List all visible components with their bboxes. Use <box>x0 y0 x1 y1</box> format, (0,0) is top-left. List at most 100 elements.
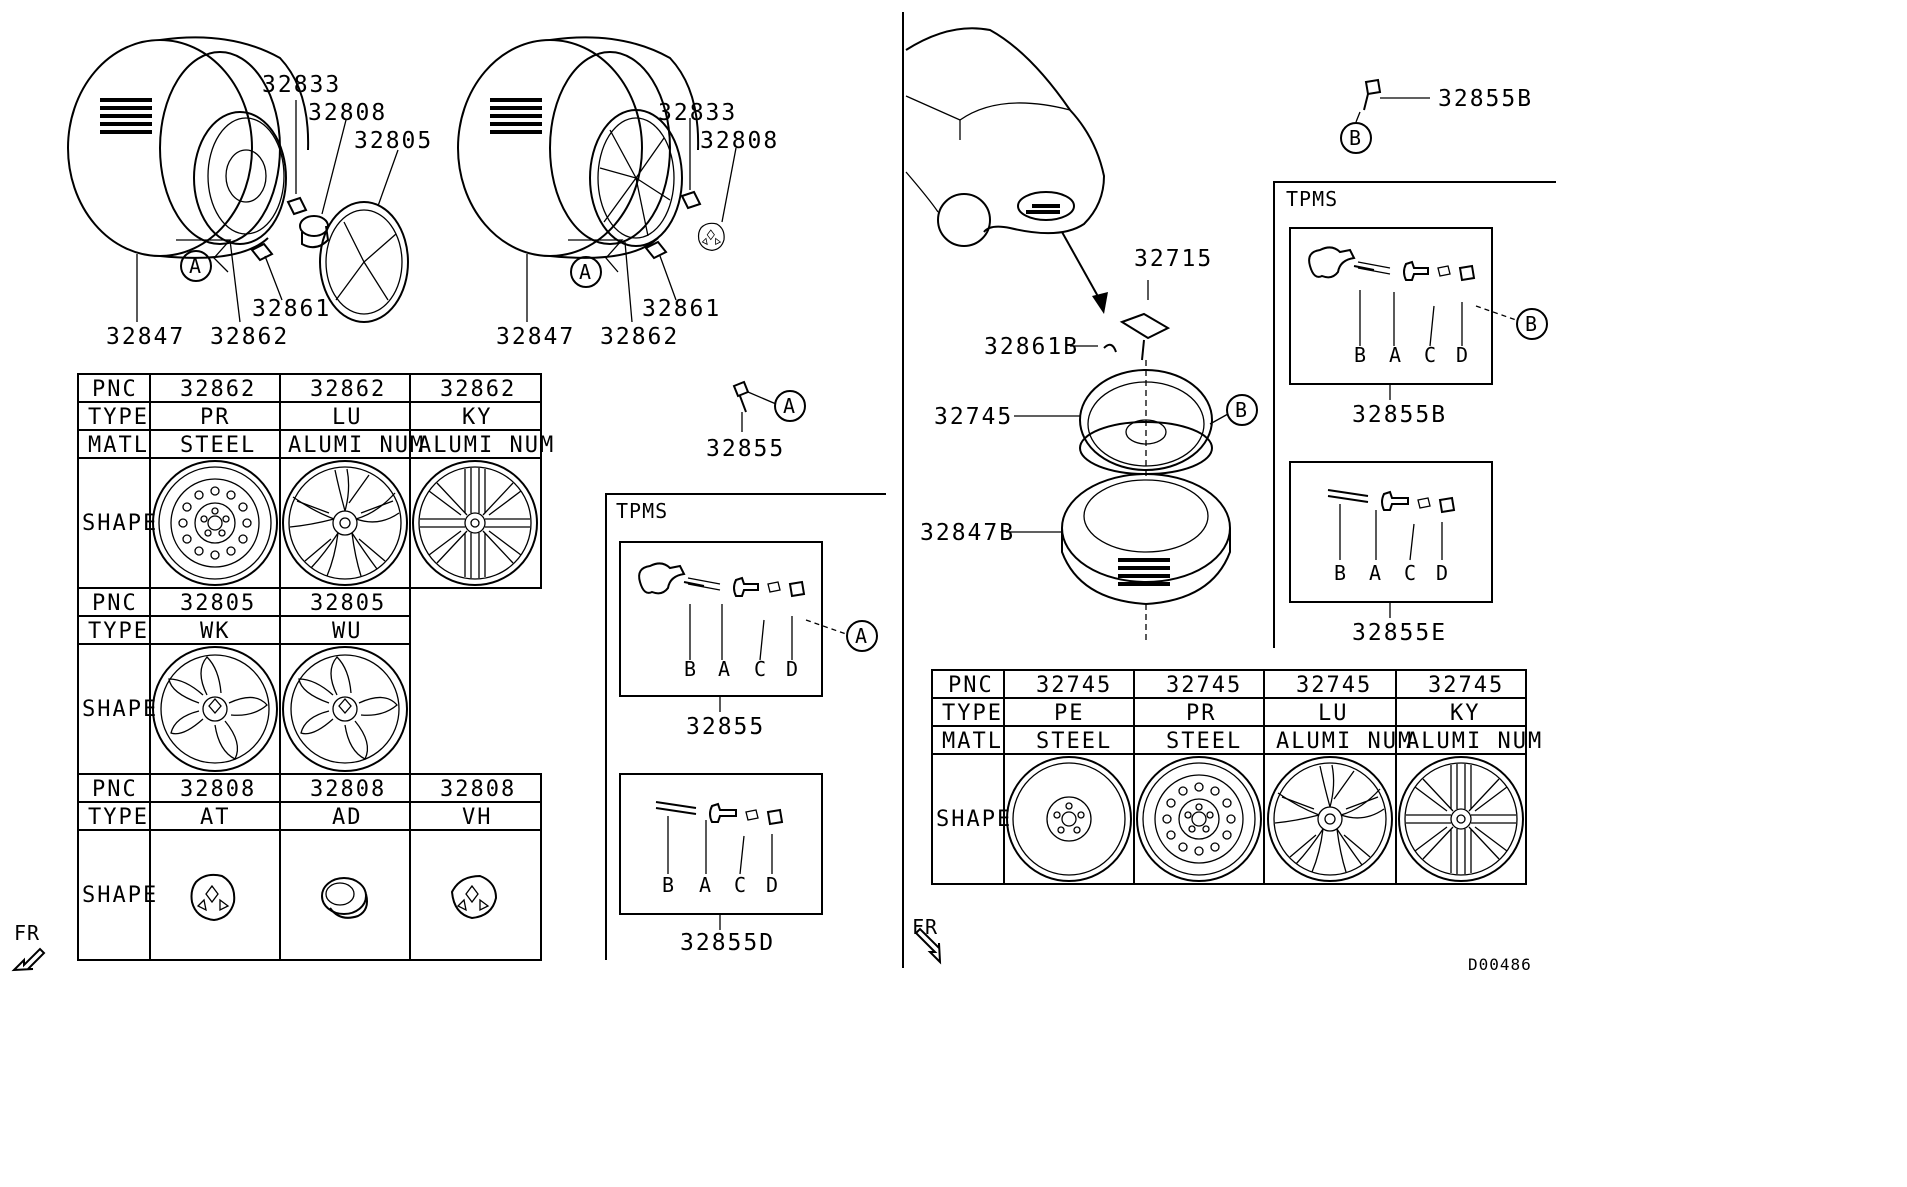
valve-32855 <box>732 380 777 413</box>
cell-type: VH <box>462 805 493 830</box>
callout-32833: 32833 <box>658 100 737 126</box>
spare-shape-lu <box>1267 756 1393 882</box>
cell-matl: STEEL <box>180 433 256 458</box>
ref-circle-A-2: A <box>570 256 602 288</box>
ref-letter: D <box>1436 561 1449 585</box>
callout-32855-kit: 32855 <box>686 714 765 740</box>
ref-letter: A <box>1389 343 1402 367</box>
ref-letter: C <box>734 873 747 897</box>
row-label-type: TYPE <box>942 701 1003 726</box>
callout-32808: 32808 <box>308 100 387 126</box>
callout-32855: 32855 <box>706 436 785 462</box>
ref-letter: A <box>783 394 796 418</box>
nut-32861 <box>250 242 274 262</box>
table-cover: PNC TYPE SHAPE 32805 WK 32805 WU <box>77 587 411 775</box>
cell-pnc: 32862 <box>180 377 256 402</box>
ref-letter: A <box>1369 561 1382 585</box>
cap-32808 <box>299 215 330 249</box>
valve-32855B <box>1363 78 1430 111</box>
ref-letter: A <box>718 657 731 681</box>
row-label-shape: SHAPE <box>936 807 1012 832</box>
callout-32805: 32805 <box>354 128 433 154</box>
cell-pnc: 32862 <box>310 377 386 402</box>
cell-type: WU <box>332 619 363 644</box>
cap-32808-b <box>697 222 725 251</box>
pointer-arrow <box>1061 231 1101 301</box>
tpms-label: TPMS <box>616 499 668 523</box>
ref-letter: C <box>1424 343 1437 367</box>
spare-wheel-32745 <box>1079 360 1213 480</box>
row-label-matl: MATL <box>88 433 149 458</box>
callout-32861B: 32861B <box>984 334 1079 360</box>
cell-type: PE <box>1054 701 1085 726</box>
cap-shape-at <box>190 873 236 921</box>
callout-32847: 32847 <box>106 324 185 350</box>
callout-32862: 32862 <box>600 324 679 350</box>
row-label-shape: SHAPE <box>82 697 158 722</box>
tpms-panel-right: TPMS B A C D B 32855B B A C D 32855E <box>1273 181 1556 648</box>
cell-type: WK <box>200 619 231 644</box>
ref-letter: B <box>1334 561 1347 585</box>
cell-pnc: 32745 <box>1166 673 1242 698</box>
ref-letter: C <box>1404 561 1417 585</box>
ref-letter: D <box>1456 343 1469 367</box>
callout-32745: 32745 <box>934 404 1013 430</box>
cell-type: PR <box>200 405 231 430</box>
cell-matl: ALUMI NUM <box>418 433 555 458</box>
ref-circle-A-1: A <box>180 250 212 282</box>
ref-letter: C <box>754 657 767 681</box>
callout-32847B: 32847B <box>920 520 1015 546</box>
cell-pnc: 32805 <box>310 591 386 616</box>
ref-letter: B <box>1354 343 1367 367</box>
cell-type: LU <box>332 405 363 430</box>
nut-32861-b <box>644 240 668 260</box>
wheel-shape-alloy <box>282 460 408 586</box>
cell-type: KY <box>1450 701 1481 726</box>
callout-32808: 32808 <box>700 128 779 154</box>
cell-matl: ALUMI NUM <box>1276 729 1413 754</box>
cell-type: LU <box>1318 701 1349 726</box>
tpms-panel-left: TPMS B A C D A 32855 B A C D 32855D <box>605 493 886 960</box>
callout-32833: 32833 <box>262 72 341 98</box>
ref-circle-B-2: B <box>1340 111 1372 154</box>
spare-shape-pr <box>1136 756 1262 882</box>
callout-32855E: 32855E <box>1352 620 1447 646</box>
cell-pnc: 32808 <box>440 777 516 802</box>
cell-pnc: 32862 <box>440 377 516 402</box>
cell-matl: ALUMI NUM <box>288 433 425 458</box>
row-label-shape: SHAPE <box>82 511 158 536</box>
cell-pnc: 32808 <box>310 777 386 802</box>
row-label-type: TYPE <box>88 405 149 430</box>
wheel-shape-steel <box>152 460 278 586</box>
cell-pnc: 32745 <box>1428 673 1504 698</box>
callout-32855D: 32855D <box>680 930 775 956</box>
tpms-label: TPMS <box>1286 187 1338 211</box>
cap-shape-vh <box>451 875 497 919</box>
ref-circle-B-1: B <box>1209 394 1258 426</box>
spare-shape-ky <box>1398 756 1524 882</box>
callout-32715: 32715 <box>1134 246 1213 272</box>
front-direction-arrow-left: FR <box>11 921 46 972</box>
ref-letter: D <box>786 657 799 681</box>
table-wheel: PNC TYPE MATL SHAPE 32862 PR STEEL 32862… <box>77 373 555 589</box>
fr-label: FR <box>912 915 938 939</box>
row-label-pnc: PNC <box>92 777 138 802</box>
spare-shape-pe <box>1006 756 1132 882</box>
row-label-pnc: PNC <box>92 591 138 616</box>
cell-matl: STEEL <box>1166 729 1242 754</box>
fr-label: FR <box>14 921 40 945</box>
ref-letter: A <box>855 624 868 648</box>
nut-32833-b <box>680 190 702 210</box>
spare-tire-32847B <box>1061 473 1231 640</box>
front-direction-arrow-right: FR <box>912 915 942 965</box>
ref-letter: B <box>1525 312 1538 336</box>
cell-pnc: 32805 <box>180 591 256 616</box>
ref-letter: A <box>189 254 202 278</box>
ref-letter: A <box>579 260 592 284</box>
bracket-32715 <box>1119 280 1171 361</box>
row-label-type: TYPE <box>88 805 149 830</box>
callout-32855B-kit: 32855B <box>1352 402 1447 428</box>
cell-matl: ALUMI NUM <box>1406 729 1543 754</box>
table-cap: PNC TYPE SHAPE 32808 AT 32808 AD 32808 V… <box>77 773 542 961</box>
cell-pnc: 32745 <box>1296 673 1372 698</box>
